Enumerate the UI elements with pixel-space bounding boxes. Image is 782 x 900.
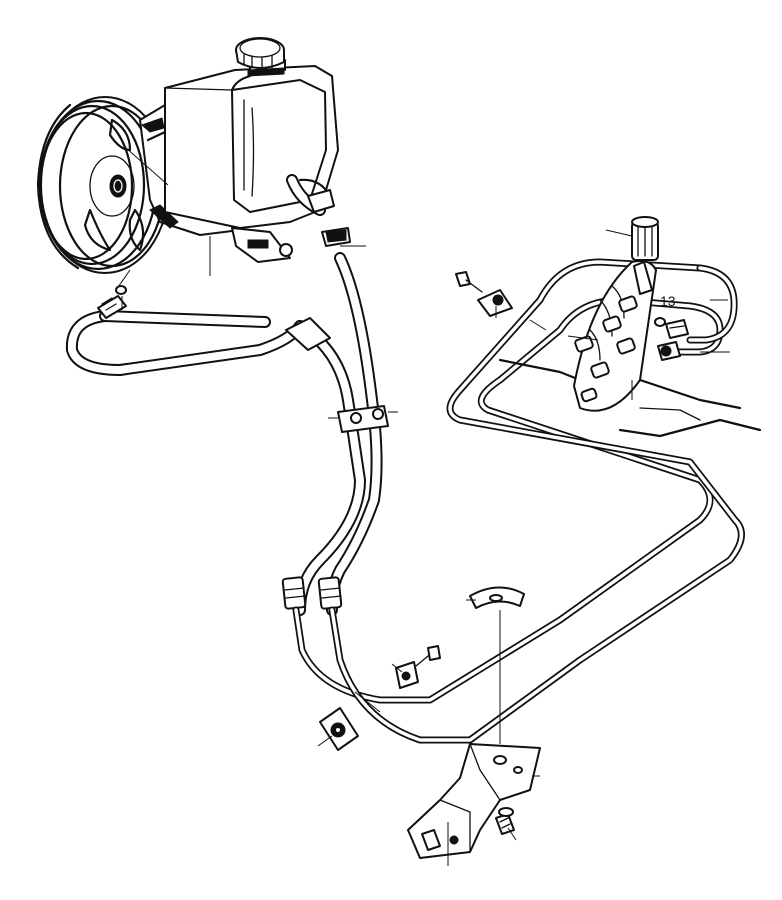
outlet-hose-clamp [286, 174, 351, 247]
reservoir-cap [235, 37, 286, 77]
pipe-clamp-nut [319, 707, 359, 751]
leader-lines [115, 147, 730, 866]
bracket-bolt [495, 807, 515, 835]
pipe-clamp-upper [455, 271, 513, 317]
pipe-clamp-saddle [469, 586, 525, 609]
pressure-fitting [97, 285, 127, 319]
callout-13: 13 [660, 293, 676, 309]
pump-pulley [36, 96, 170, 274]
mounting-bracket [407, 743, 541, 859]
pressure-hose [65, 310, 366, 616]
steel-pipes [292, 258, 745, 744]
hose-couplings [281, 576, 343, 610]
steering-gear [498, 216, 762, 438]
pipe-clamp-lower [395, 645, 441, 689]
gear-port-fittings [654, 317, 689, 361]
hose-clip [337, 405, 389, 433]
return-hose [325, 252, 383, 616]
